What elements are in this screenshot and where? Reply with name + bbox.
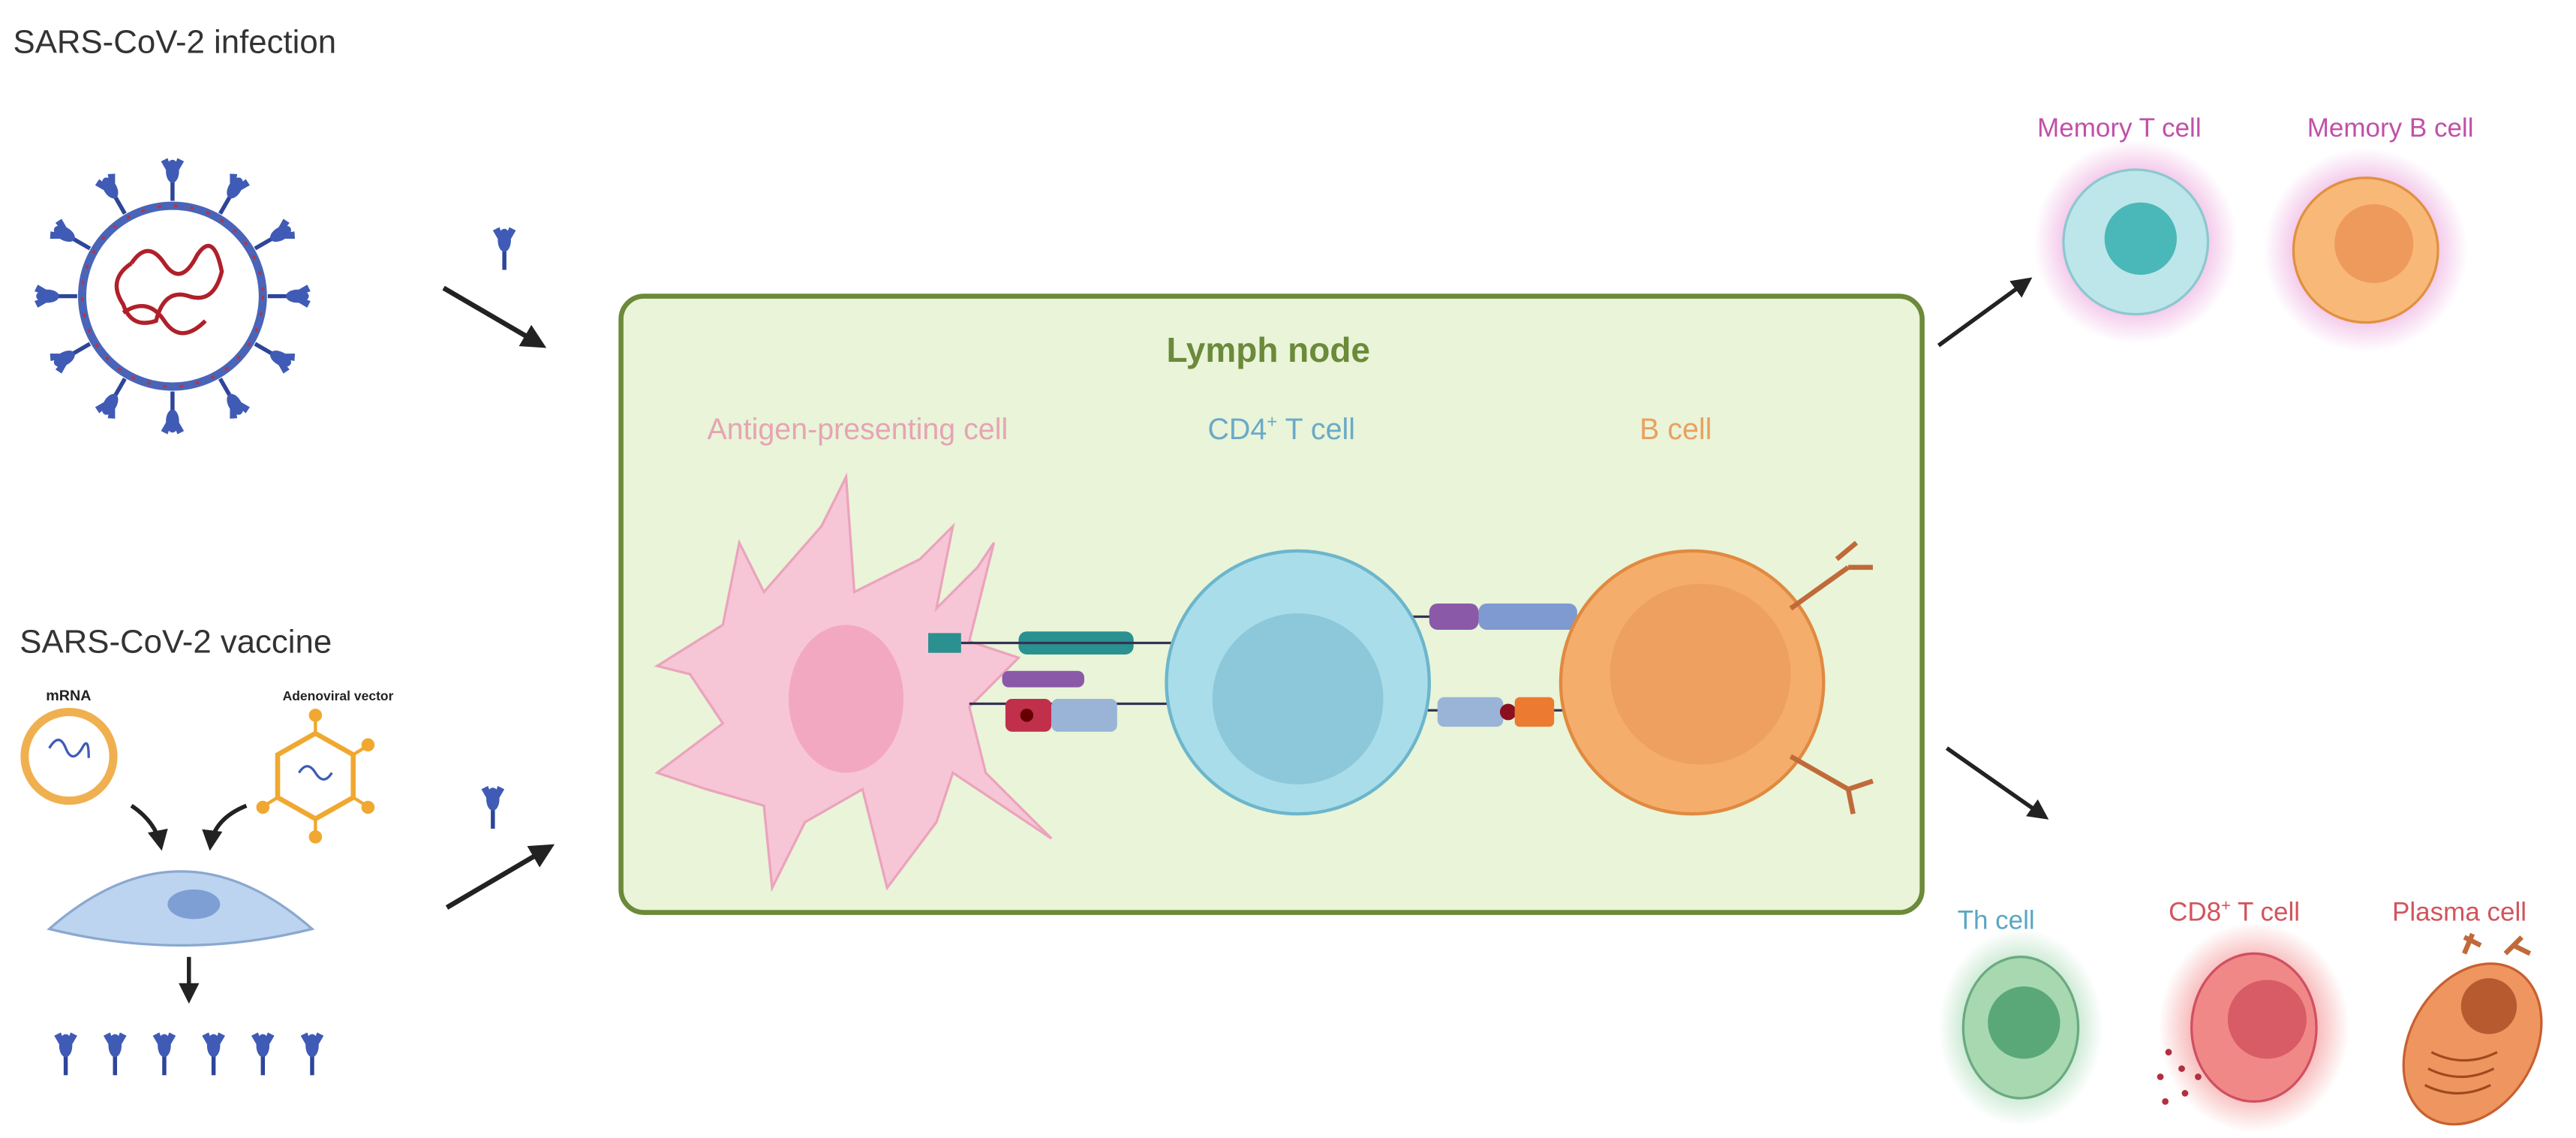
memory-b-cell [2264,148,2468,352]
adenovirus-icon [256,709,375,844]
arrow-icon [1945,746,2049,820]
virus-spike-icon [47,334,96,375]
adenoviral-label: Adenoviral vector [283,688,394,703]
memory-b-label: Memory B cell [2307,113,2474,143]
virus-spike-icon [35,284,77,308]
virus-spike-icon [210,373,251,422]
cd8-label: CD8+ T cell [2169,896,2300,926]
arrow-icon [442,285,547,348]
mrna-label: mRNA [46,688,91,704]
virus-spike-icon [161,392,185,435]
virus-spike-icon [268,284,311,308]
infection-title: SARS-CoV-2 infection [14,24,337,61]
virus-spike-icon [249,217,298,258]
virus-spike-icon [94,373,135,422]
lymph-node-title: Lymph node [1166,330,1370,369]
spike-protein-row [54,1032,323,1075]
arrow-icon [1937,277,2033,348]
vaccine-title: SARS-CoV-2 vaccine [20,624,332,661]
b-cell [1559,540,1874,816]
virus-icon [35,158,311,435]
plasma-cell [2402,932,2543,1126]
antigen-presenting-cell [654,472,1053,893]
virus-spike-icon [161,158,185,201]
arrow-icon [130,803,168,851]
virus-spike-icon [94,171,135,220]
mrna-lipid-icon [20,708,118,805]
bcell-label: B cell [1640,413,1712,446]
host-cell-icon [47,870,315,947]
arrow-icon [202,803,248,851]
memory-t-label: Memory T cell [2037,113,2202,143]
virus-spike-icon [47,217,96,258]
virus-spike-icon [210,171,251,220]
virus-spike-icon [249,334,298,375]
cd4-label: CD4+ T cell [1207,412,1355,446]
plasma-cell-label: Plasma cell [2392,898,2526,927]
spike-protein-icon [493,227,516,270]
arrow-icon [445,844,555,910]
apc-label: Antigen-presenting cell [708,413,1008,446]
cd8-t-cell [2157,922,2349,1133]
th-cell [1938,929,2103,1127]
spike-protein-icon [481,786,504,829]
memory-t-cell [2033,140,2238,345]
receptor-complexes [928,603,1643,732]
cd4-t-cell [1165,549,1431,816]
